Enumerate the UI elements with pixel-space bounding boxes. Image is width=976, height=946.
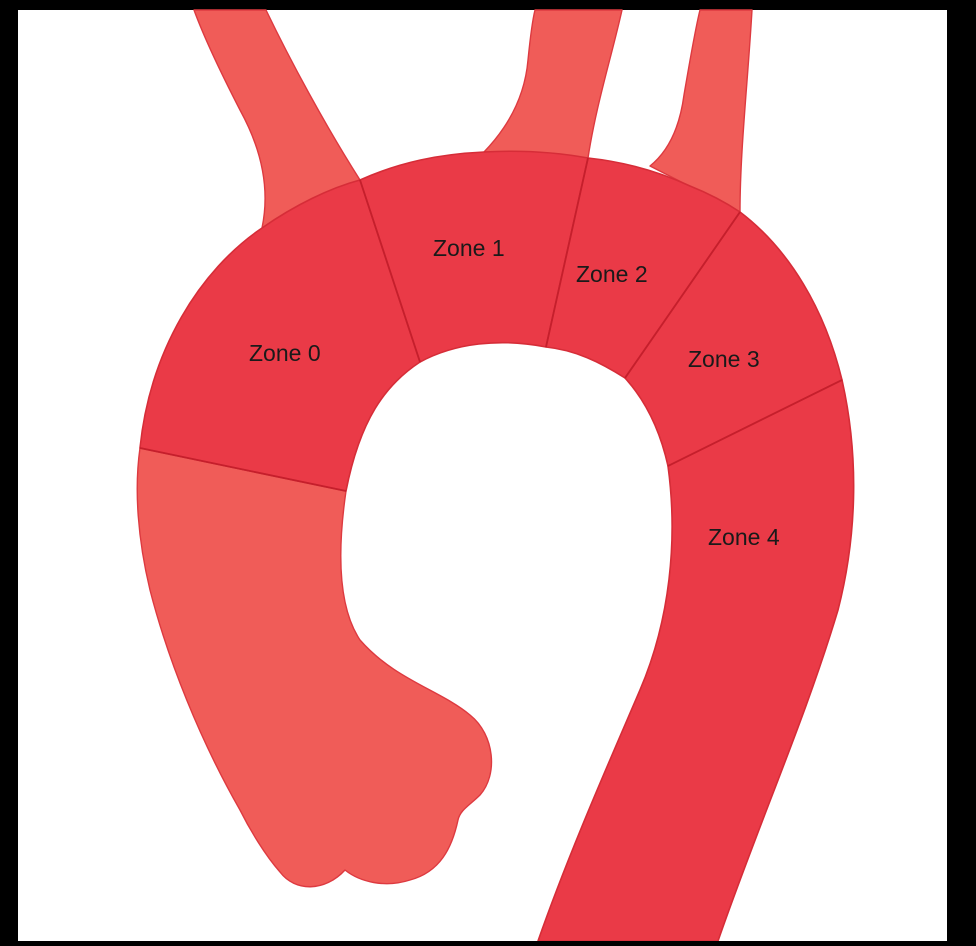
zone-2-label: Zone 2 <box>576 261 648 287</box>
zone-3-label: Zone 3 <box>688 346 760 372</box>
zone-0-label: Zone 0 <box>249 340 321 366</box>
zone-1-label: Zone 1 <box>433 235 505 261</box>
zone-4-label: Zone 4 <box>708 524 780 550</box>
